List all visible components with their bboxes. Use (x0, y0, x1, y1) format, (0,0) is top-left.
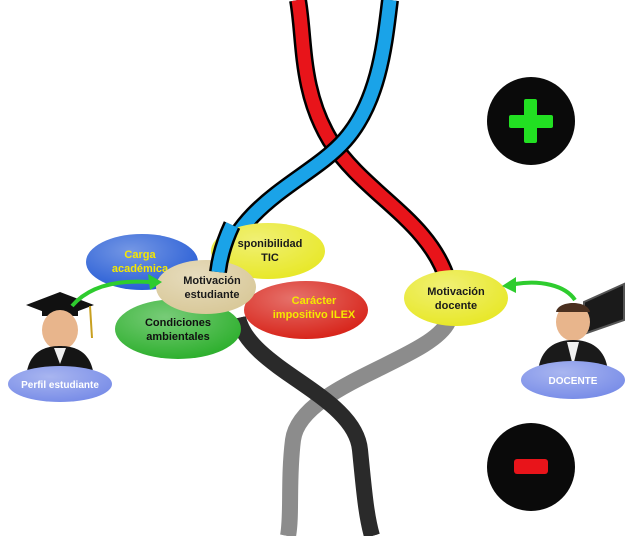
motivacion-estudiante-label-1: Motivación (183, 275, 241, 287)
docente-label: DOCENTE (549, 376, 598, 387)
caracter-label-1: Carácter (292, 295, 337, 307)
graduate-student-icon (26, 292, 94, 378)
blue-strand-end (211, 222, 238, 273)
teacher-to-motivation-arrow (502, 277, 577, 302)
black-strand-core (232, 316, 378, 536)
motivacion-docente-label-2: docente (435, 300, 477, 312)
motivacion-docente-label-1: Motivación (427, 286, 485, 298)
disponibilidad-tic-node: sponibilidad TIC (211, 223, 325, 279)
disponibilidad-label-2: TIC (261, 252, 279, 264)
caracter-impositivo-node: Carácter impositivo ILEX (244, 281, 368, 339)
motivacion-estudiante-label-2: estudiante (184, 289, 239, 301)
carga-label-1: Carga (124, 249, 156, 261)
condiciones-label-1: Condiciones (145, 317, 211, 329)
condiciones-ambientales-node: Condiciones ambientales (115, 299, 241, 359)
condiciones-label-2: ambientales (146, 331, 210, 343)
docente-badge: DOCENTE (521, 361, 625, 399)
carga-label-2: académica (112, 263, 169, 275)
blue-strand (213, 0, 397, 274)
upper-strands (211, 0, 457, 285)
perfil-estudiante-label: Perfil estudiante (21, 380, 99, 391)
lower-strands (230, 315, 456, 536)
disponibilidad-label-1: sponibilidad (238, 238, 303, 250)
teacher-icon (538, 282, 625, 372)
gray-strand-core (282, 318, 454, 536)
motivacion-estudiante-node: Motivación estudiante (156, 260, 256, 314)
red-strand (291, 0, 455, 284)
motivacion-docente-node: Motivación docente (404, 270, 508, 326)
minus-icon (487, 423, 575, 511)
plus-icon (487, 77, 575, 165)
caracter-label-2: impositivo ILEX (273, 309, 356, 321)
perfil-estudiante-badge: Perfil estudiante (8, 366, 112, 402)
student-to-motivation-arrow (70, 274, 162, 308)
